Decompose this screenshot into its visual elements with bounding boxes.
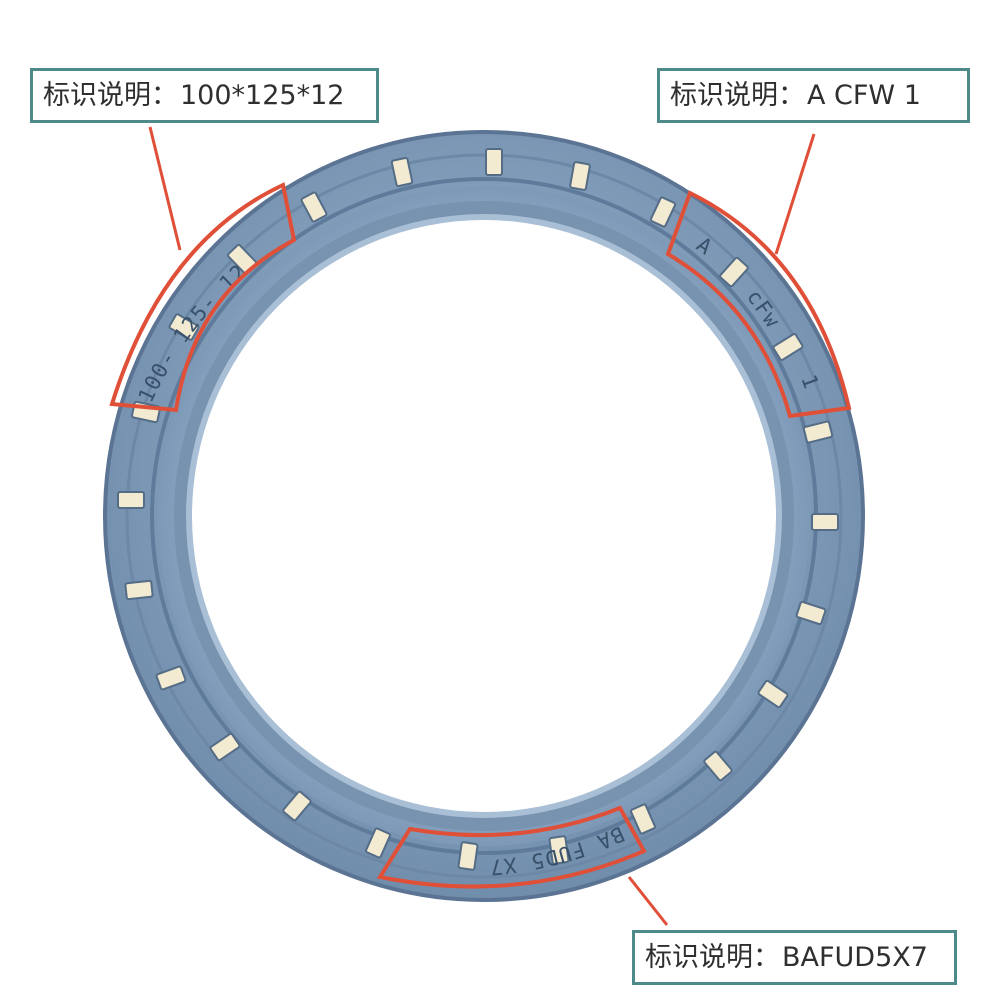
seal-outer-groove xyxy=(125,153,843,879)
seal-outer-edge xyxy=(103,130,865,902)
callout-label-bottom-right: 标识说明： BAFUD5X7 xyxy=(632,930,957,985)
spring-window xyxy=(569,161,591,191)
spring-window xyxy=(168,313,200,341)
callout-prefix: 标识说明： xyxy=(670,80,805,111)
callout-value: 100*125*12 xyxy=(180,80,345,111)
callout-prefix: 标识说明： xyxy=(43,80,178,111)
seal-bore xyxy=(192,220,776,812)
leader-line-bottom-right xyxy=(627,876,669,926)
spring-window xyxy=(124,579,154,601)
spring-window xyxy=(390,156,414,188)
spring-window xyxy=(757,679,789,709)
spring-window xyxy=(719,256,749,288)
highlight-bottom-outline xyxy=(376,805,647,889)
callout-value: A CFW 1 xyxy=(807,80,921,111)
spring-windows xyxy=(117,148,839,871)
callout-prefix: 标识说明： xyxy=(645,942,780,973)
spring-window xyxy=(209,732,241,762)
spring-window xyxy=(457,841,479,871)
spring-window xyxy=(300,191,328,223)
spring-window xyxy=(155,665,187,691)
spring-window xyxy=(630,803,656,835)
highlight-top-left-outline xyxy=(109,182,297,413)
callout-label-top-left: 标识说明： 100*125*12 xyxy=(30,68,379,123)
spring-window xyxy=(811,513,839,531)
spring-window xyxy=(365,827,391,859)
spring-window xyxy=(117,491,145,509)
spring-window xyxy=(548,835,570,865)
leader-line-top-left xyxy=(148,126,182,251)
spring-window xyxy=(649,196,677,228)
leader-line-top-right xyxy=(774,133,816,255)
spring-window xyxy=(485,148,503,176)
spring-window xyxy=(795,600,827,626)
spring-window xyxy=(282,790,312,822)
highlight-top-right-outline xyxy=(665,190,852,419)
callout-label-top-right: 标识说明： A CFW 1 xyxy=(657,68,970,123)
spring-window xyxy=(703,750,733,782)
spring-window xyxy=(802,420,834,444)
callout-value: BAFUD5X7 xyxy=(782,942,928,973)
spring-window xyxy=(772,333,804,361)
